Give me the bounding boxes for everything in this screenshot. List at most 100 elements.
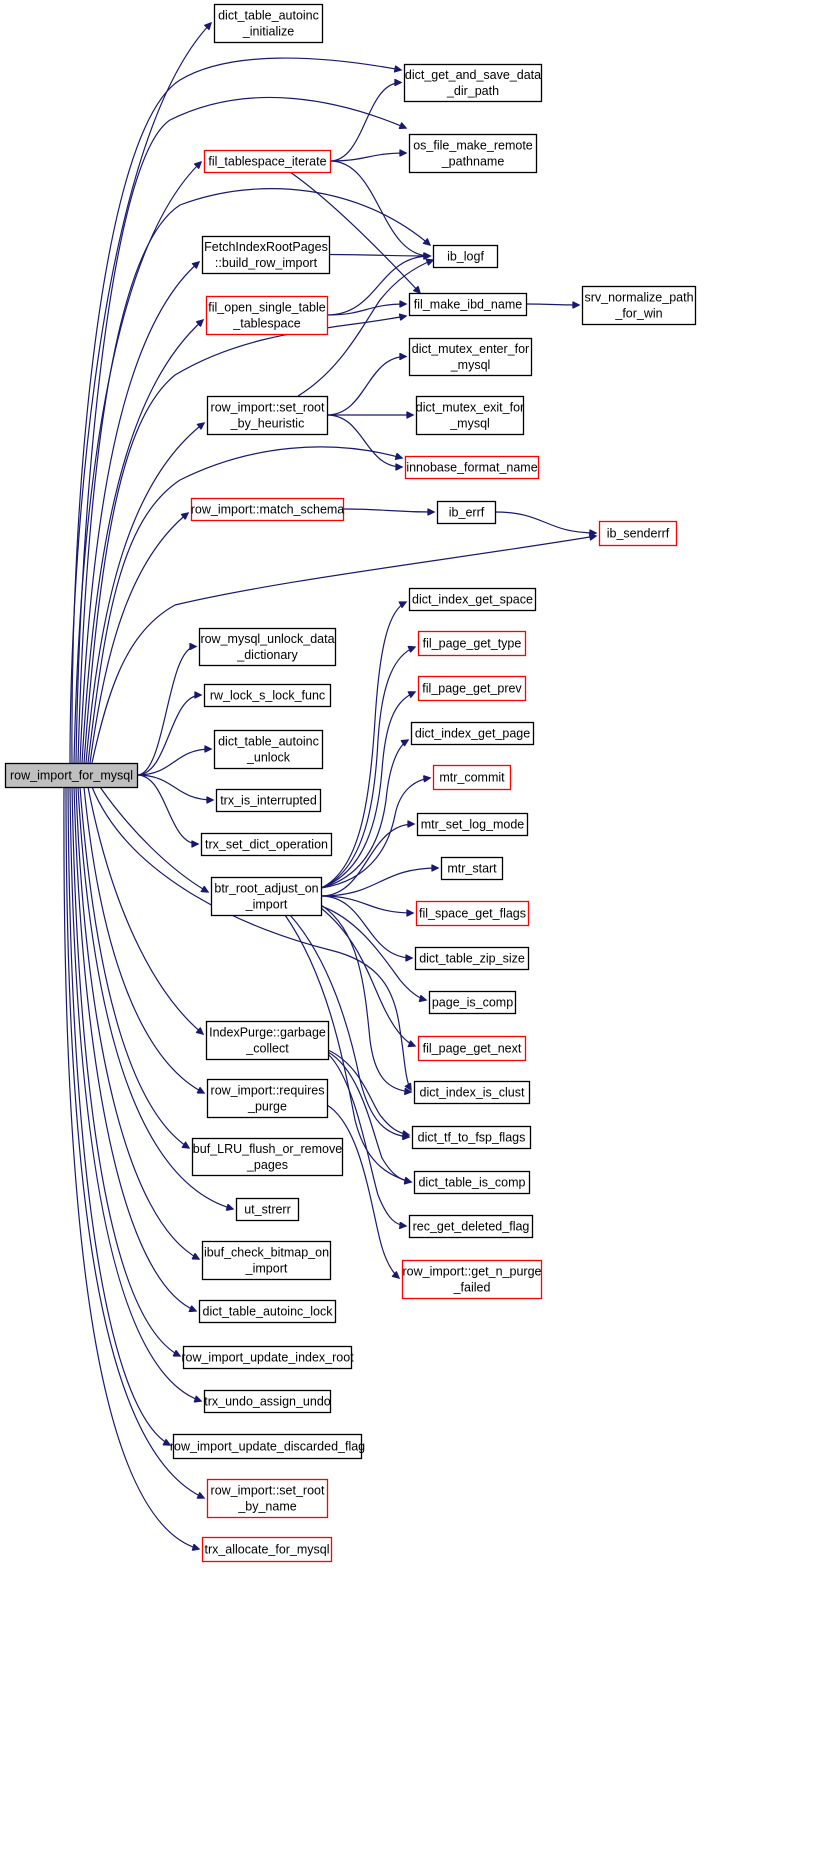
node-label: rec_get_deleted_flag: [413, 1220, 530, 1234]
node-row-import-set-root-by-name[interactable]: row_import::set_root_by_name: [206, 1478, 329, 1519]
node-box: [206, 1078, 329, 1119]
node-dict-mutex-enter-for-mysql[interactable]: dict_mutex_enter_for _mysql: [408, 337, 533, 377]
node-box: [581, 285, 697, 326]
node-dict-table-autoinc-lock[interactable]: dict_table_autoinc_lock: [198, 1299, 337, 1324]
node-mtr-start[interactable]: mtr_start: [440, 856, 504, 881]
node-dict-index-get-page[interactable]: dict_index_get_page: [410, 721, 535, 746]
node-row-import-update-index-root[interactable]: row_import_update_index_root: [181, 1345, 354, 1370]
node-innobase-format-name[interactable]: innobase_format_name: [404, 455, 540, 480]
node-fil-open-single-table-tablespace[interactable]: fil_open_single_table_tablespace: [205, 295, 329, 336]
node-row-import-match-schema[interactable]: row_import::match_schema: [191, 497, 345, 522]
edge-fil_make_ibd_name-to-srv_normalize_path_for_win: [525, 304, 579, 305]
node-label: dict_tf_to_fsp_flags: [418, 1131, 526, 1145]
node-row-import-set-root-by-heuristic[interactable]: row_import::set_root_by_heuristic: [206, 395, 329, 436]
node-ib-errf[interactable]: ib_errf: [436, 500, 497, 525]
node-indexpurge-garbage-collect[interactable]: IndexPurge::garbage_collect: [205, 1020, 330, 1061]
node-trx-set-dict-operation[interactable]: trx_set_dict_operation: [200, 832, 333, 857]
edge-root-to-trx_undo_assign_undo: [69, 786, 201, 1401]
edge-btr_root_adjust_on_import-to-dict_table_is_comp: [284, 914, 411, 1182]
node-box: [4, 762, 139, 789]
node-box: [413, 1080, 531, 1105]
node-rw-lock-s-lock-func[interactable]: rw_lock_s_lock_func: [203, 683, 332, 708]
node-fil-page-get-next[interactable]: fil_page_get_next: [417, 1035, 527, 1062]
node-dict-index-is-clust[interactable]: dict_index_is_clust: [413, 1080, 531, 1105]
node-box: [213, 729, 324, 770]
node-label: innobase_format_name: [406, 461, 537, 475]
node-label: _collect: [245, 1042, 289, 1056]
node-ib-logf[interactable]: ib_logf: [432, 244, 499, 269]
node-fil-space-get-flags[interactable]: fil_space_get_flags: [415, 900, 530, 927]
edge-btr_root_adjust_on_import-to-dict_index_is_clust: [320, 904, 411, 1092]
node-box: [408, 292, 528, 317]
node-ibuf-check-bitmap-on-import[interactable]: ibuf_check_bitmap_on_import: [201, 1240, 332, 1281]
node-dict-tf-to-fsp-flags[interactable]: dict_tf_to_fsp_flags: [411, 1125, 532, 1150]
node-fil-tablespace-iterate[interactable]: fil_tablespace_iterate: [203, 149, 332, 174]
edge-row_import_set_root_by_heuristic-to-ib_logf: [297, 260, 433, 397]
node-box: [415, 900, 530, 927]
node-trx-is-interrupted[interactable]: trx_is_interrupted: [215, 788, 322, 813]
node-dict-mutex-exit-for-mysql[interactable]: dict_mutex_exit_for_mysql: [415, 395, 525, 436]
node-btr-root-adjust-on-import[interactable]: btr_root_adjust_on_import: [210, 876, 323, 917]
node-label: dict_table_autoinc: [218, 735, 319, 749]
node-dict-table-is-comp[interactable]: dict_table_is_comp: [413, 1170, 531, 1195]
edge-root-to-row_import_set_root_by_name: [65, 786, 204, 1498]
node-dict-get-and-save-data-dir-path[interactable]: dict_get_and_save_data_dir_path: [403, 63, 543, 103]
node-page-is-comp[interactable]: page_is_comp: [428, 990, 517, 1015]
node-box: [203, 149, 332, 174]
node-label: FetchIndexRootPages: [204, 240, 328, 254]
node-row-import-requires-purge[interactable]: row_import::requires_purge: [206, 1078, 329, 1119]
node-box: [598, 520, 678, 547]
node-rec-get-deleted-flag[interactable]: rec_get_deleted_flag: [408, 1214, 534, 1239]
edge-root-to-row_import_update_discarded_flag: [67, 786, 170, 1445]
edge-root-to-btr_root_adjust_on_import: [99, 786, 208, 892]
node-dict-index-get-space[interactable]: dict_index_get_space: [408, 587, 537, 612]
edges-layer: [63, 23, 596, 1549]
edge-root-to-dict_index_is_clust: [91, 786, 411, 1090]
node-label: _mysql: [450, 358, 491, 372]
node-label: buf_LRU_flush_or_remove: [193, 1142, 342, 1156]
node-fetchindexrootpages[interactable]: FetchIndexRootPages::build_row_import: [201, 235, 331, 275]
node-os-file-make-remote-pathname[interactable]: os_file_make_remote_pathname: [408, 133, 538, 174]
node-box: [198, 1299, 337, 1324]
node-label: dict_table_autoinc: [218, 9, 319, 23]
node-ib-senderrf[interactable]: ib_senderrf: [598, 520, 678, 547]
node-dict-table-zip-size[interactable]: dict_table_zip_size: [414, 946, 530, 971]
node-srv-normalize-path-for-win[interactable]: srv_normalize_path_for_win: [581, 285, 697, 326]
node-box: [198, 627, 337, 667]
node-label: row_import_update_index_root: [181, 1351, 354, 1365]
node-box: [215, 788, 322, 813]
node-label: fil_tablespace_iterate: [208, 155, 326, 169]
node-fil-page-get-type[interactable]: fil_page_get_type: [417, 630, 527, 657]
node-label: _failed: [453, 1281, 491, 1295]
node-label: srv_normalize_path: [584, 291, 693, 305]
node-box: [401, 1259, 543, 1300]
node-box: [415, 395, 525, 436]
node-ut-strerr[interactable]: ut_strerr: [235, 1197, 300, 1222]
node-mtr-commit[interactable]: mtr_commit: [432, 764, 512, 791]
node-mtr-set-log-mode[interactable]: mtr_set_log_mode: [416, 812, 529, 837]
node-root[interactable]: row_import_for_mysql: [4, 762, 139, 789]
node-label: dict_mutex_enter_for: [412, 342, 529, 356]
node-label: os_file_make_remote: [413, 139, 533, 153]
node-label: dict_table_is_comp: [418, 1176, 525, 1190]
node-buf-lru-flush-or-remove-pages[interactable]: buf_LRU_flush_or_remove_pages: [191, 1137, 344, 1177]
node-trx-allocate-for-mysql[interactable]: trx_allocate_for_mysql: [201, 1536, 333, 1563]
node-row-mysql-unlock-data-dictionary[interactable]: row_mysql_unlock_data_dictionary: [198, 627, 337, 667]
node-box: [414, 946, 530, 971]
node-fil-make-ibd-name[interactable]: fil_make_ibd_name: [408, 292, 528, 317]
node-dict-table-autoinc-initialize[interactable]: dict_table_autoinc_initialize: [213, 3, 324, 44]
node-label: trx_set_dict_operation: [205, 838, 328, 852]
node-row-import-update-discarded-flag[interactable]: row_import_update_discarded_flag: [170, 1433, 365, 1460]
node-box: [201, 1536, 333, 1563]
node-label: mtr_commit: [439, 771, 505, 785]
node-box: [203, 683, 332, 708]
node-label: page_is_comp: [432, 996, 513, 1010]
node-dict-table-autoinc-unlock[interactable]: dict_table_autoinc_unlock: [213, 729, 324, 770]
node-label: ib_logf: [447, 250, 484, 264]
node-box: [408, 337, 533, 377]
edge-btr_root_adjust_on_import-to-mtr_commit: [320, 778, 430, 889]
node-fil-page-get-prev[interactable]: fil_page_get_prev: [417, 675, 527, 702]
node-row-import-get-n-purge-failed[interactable]: row_import::get_n_purge_failed: [401, 1259, 543, 1300]
node-trx-undo-assign-undo[interactable]: trx_undo_assign_undo: [203, 1389, 332, 1414]
